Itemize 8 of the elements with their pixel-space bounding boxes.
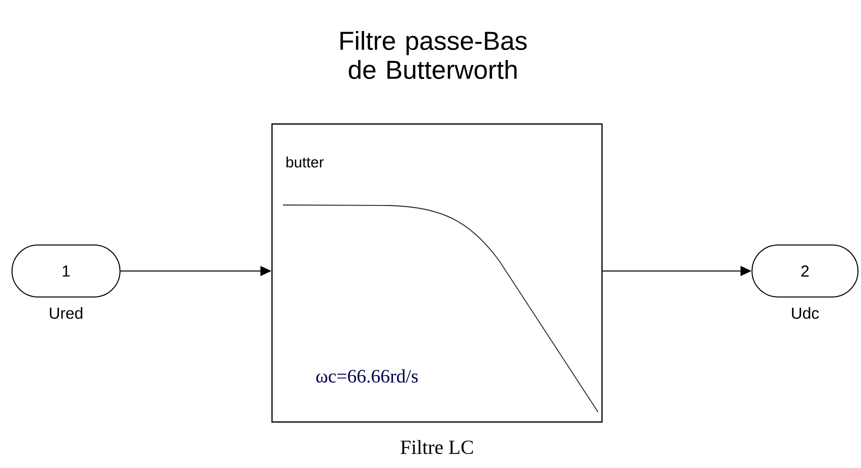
block-name: Udc (792, 307, 819, 319)
cutoff-frequency: ωc=66.66rd/s (316, 369, 418, 383)
inport-block: 1 (12, 244, 120, 298)
block-name: Ured (50, 307, 82, 319)
block-label: butter (286, 156, 324, 168)
title: Filtre passe-Bas de Butterworth (340, 30, 527, 80)
outport-block: 2 (752, 244, 859, 298)
block-name: Filtre LC (400, 440, 473, 454)
